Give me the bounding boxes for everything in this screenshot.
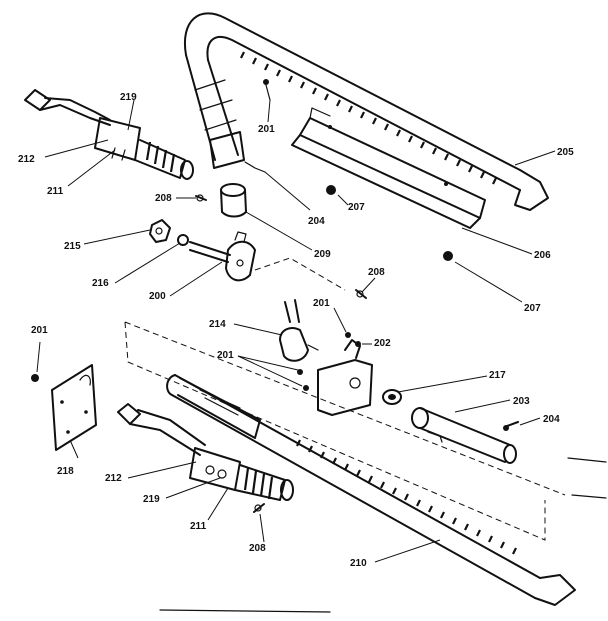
- valve-200: [177, 231, 256, 282]
- callout-206: 206: [534, 250, 551, 261]
- callout-201-mid: 201: [313, 298, 330, 309]
- dashed-outline-lower: [124, 321, 566, 541]
- callout-217: 217: [489, 370, 506, 381]
- screw-208-mid: [355, 289, 367, 299]
- callout-204-mid: 204: [308, 216, 325, 227]
- callout-209: 209: [314, 249, 331, 260]
- callout-219-top: 219: [120, 92, 137, 103]
- callout-205: 205: [557, 147, 574, 158]
- edge-mark-lower: [571, 494, 607, 499]
- callout-219-bottom: 219: [143, 494, 160, 505]
- screw-207-b: [443, 251, 523, 303]
- screw-208-bottom: [253, 503, 265, 513]
- pilot-bracket: [297, 332, 373, 416]
- lower-igniter-assembly: [117, 403, 294, 501]
- upper-igniter-assembly: [24, 89, 194, 180]
- tube-203: [411, 407, 517, 464]
- screw-208-top: [195, 194, 207, 202]
- callout-203: 203: [513, 396, 530, 407]
- callout-208-top: 208: [155, 193, 172, 204]
- callout-211-bottom: 211: [190, 521, 207, 532]
- callout-214: 214: [209, 319, 226, 330]
- callout-210: 210: [350, 558, 367, 569]
- screw-207-a: [326, 185, 349, 206]
- callout-201-top: 201: [258, 124, 275, 135]
- mounting-plate-218: [51, 364, 97, 451]
- orifice-holder-209: [220, 183, 313, 251]
- callout-208-bottom: 208: [249, 543, 266, 554]
- edge-mark-bottom: [159, 609, 331, 613]
- callout-211-top: 211: [47, 186, 64, 197]
- dashed-outline-upper: [254, 257, 346, 291]
- callout-212-bottom: 212: [105, 473, 122, 484]
- screw-201-left: [31, 341, 41, 382]
- callout-204-right: 204: [543, 414, 560, 425]
- lower-burner-tube: [166, 374, 576, 606]
- screw-204-right: [503, 421, 519, 431]
- nut-215: [149, 219, 171, 243]
- callout-215: 215: [64, 241, 81, 252]
- burner-channel-bracket: [291, 107, 486, 229]
- callout-201-center: 201: [217, 350, 234, 361]
- pilot-214: [279, 299, 319, 362]
- edge-mark-upper: [567, 457, 607, 463]
- callout-202: 202: [374, 338, 391, 349]
- callout-207-a: 207: [348, 202, 365, 213]
- callout-201-left: 201: [31, 325, 48, 336]
- callout-labels: 205 201 219 212 211 208 204 207 206 207 …: [18, 92, 574, 569]
- upper-burner-tube: [183, 12, 549, 211]
- spring-clip-204: [244, 161, 311, 211]
- callout-200: 200: [149, 291, 166, 302]
- callout-207-b: 207: [524, 303, 541, 314]
- ring-217: [382, 389, 402, 405]
- leader-lines: [44, 99, 556, 563]
- callout-208-mid: 208: [368, 267, 385, 278]
- callout-216: 216: [92, 278, 109, 289]
- screw-201-top: [263, 79, 271, 123]
- callout-218: 218: [57, 466, 74, 477]
- callout-212-top: 212: [18, 154, 35, 165]
